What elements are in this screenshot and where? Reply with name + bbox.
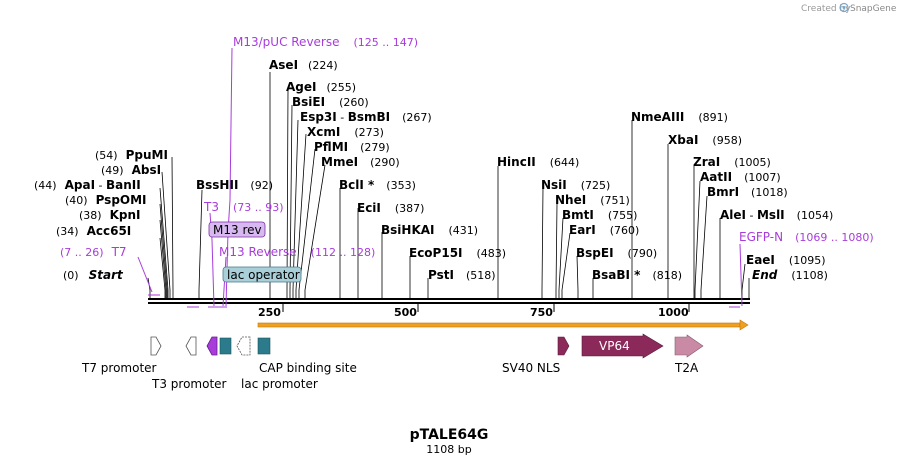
enzyme-label[interactable]: BmrI(1018) [707, 185, 788, 199]
orf-arrow[interactable] [257, 319, 749, 331]
enzyme-label[interactable]: PflMI(279) [314, 140, 390, 154]
enzyme-label[interactable]: BsiHKAI(431) [381, 223, 478, 237]
enzyme-label[interactable]: AseI(224) [269, 58, 338, 72]
enzyme-label[interactable]: XbaI(958) [668, 133, 742, 147]
feature-label: SV40 NLS [502, 361, 560, 375]
end-label: End(1108) [752, 268, 828, 282]
t3-promoter-icon[interactable] [185, 336, 197, 356]
enzyme-label[interactable]: AatII(1007) [700, 170, 781, 184]
enzyme-label[interactable]: NheI(751) [555, 193, 630, 207]
enzyme-label[interactable]: (49)AbsI [101, 163, 161, 177]
enzyme-label[interactable]: BssHII(92) [196, 178, 273, 192]
enzyme-label[interactable]: BspEI(790) [576, 246, 657, 260]
enzyme-label[interactable]: BmtI(755) [562, 208, 637, 222]
plasmid-length: 1108 bp [426, 443, 471, 456]
t2a-arrow-icon[interactable] [674, 334, 704, 358]
lac-operator-icon[interactable] [219, 337, 232, 355]
enzyme-site-lines [147, 72, 750, 298]
ruler-tick-label: 250 [258, 306, 281, 319]
primer-label[interactable]: T3(73 .. 93) [203, 200, 284, 214]
enzyme-label[interactable]: (44)ApaI - BanII [34, 178, 141, 192]
lac-operator-label: lac operator [227, 268, 300, 282]
feature-label: CAP binding site [259, 361, 357, 375]
ruler-tick-label: 750 [530, 306, 553, 319]
enzyme-label[interactable]: (38)KpnI [79, 208, 141, 222]
ruler: 250 500 750 1000 [258, 304, 690, 319]
vp64-label: VP64 [599, 339, 630, 353]
primer-labels: M13/pUC Reverse(125 .. 147) T3(73 .. 93)… [60, 35, 874, 259]
t7-promoter-icon[interactable] [150, 336, 162, 356]
feature-labels: T7 promoter T3 promoter lac promoter CAP… [81, 361, 699, 391]
primer-label[interactable]: (7 .. 26)T7 [60, 245, 127, 259]
primer-label[interactable]: EGFP-N(1069 .. 1080) [739, 230, 874, 244]
primer-label: M13 rev [213, 223, 262, 237]
credit-prefix: Created by [801, 4, 851, 14]
enzyme-labels: AseI(224) AgeI(255) BsiEI(260) Esp3I - B… [34, 58, 833, 282]
feature-label: lac promoter [241, 377, 318, 391]
cap-binding-site-icon[interactable] [257, 337, 271, 355]
enzyme-label[interactable]: EciI(387) [357, 201, 424, 215]
lac-operator-box[interactable] [222, 266, 302, 283]
enzyme-label[interactable]: (34)Acc65I [56, 224, 131, 238]
enzyme-label[interactable]: (54)PpuMI [95, 148, 168, 162]
enzyme-label[interactable]: HincII(644) [497, 155, 579, 169]
lac-promoter-icon[interactable] [236, 336, 251, 356]
enzyme-label[interactable]: (40)PspOMI [65, 193, 147, 207]
feature-label: T2A [674, 361, 699, 375]
snapgene-logo-icon [839, 2, 849, 13]
enzyme-label[interactable]: BsaBI *(818) [592, 268, 682, 282]
enzyme-label[interactable]: BsiEI(260) [292, 95, 369, 109]
backbone [148, 298, 750, 304]
sv40-nls-icon[interactable] [557, 336, 570, 356]
primer-label[interactable]: M13 Reverse(112 .. 128) [219, 245, 375, 259]
enzyme-label[interactable]: AgeI(255) [286, 80, 356, 94]
primer-site-icon[interactable] [206, 336, 218, 356]
ruler-tick-label: 1000 [658, 306, 689, 319]
start-label: (0)Start [63, 268, 124, 282]
enzyme-label[interactable]: NmeAIII(891) [631, 110, 728, 124]
enzyme-label[interactable]: NsiI(725) [541, 178, 610, 192]
enzyme-label[interactable]: EarI(760) [569, 223, 639, 237]
credit-brand: SnapGene [850, 4, 897, 14]
primer-label[interactable]: M13/pUC Reverse(125 .. 147) [233, 35, 418, 49]
enzyme-label[interactable]: Esp3I - BsmBI(267) [300, 110, 432, 124]
enzyme-label[interactable]: MmeI(290) [321, 155, 400, 169]
enzyme-label[interactable]: ZraI(1005) [693, 155, 771, 169]
enzyme-label[interactable]: EaeI(1095) [746, 253, 825, 267]
feature-label: T7 promoter [81, 361, 157, 375]
plasmid-title: pTALE64G [410, 427, 489, 443]
ruler-tick-label: 500 [394, 306, 417, 319]
enzyme-label[interactable]: BclI *(353) [339, 178, 416, 192]
enzyme-label[interactable]: PstI(518) [428, 268, 496, 282]
feature-label: T3 promoter [151, 377, 227, 391]
enzyme-label[interactable]: AleI - MslI(1054) [720, 208, 833, 222]
m13rev-primer-box[interactable] [208, 221, 266, 238]
enzyme-label[interactable]: EcoP15I(483) [409, 246, 506, 260]
enzyme-label[interactable]: XcmI(273) [307, 125, 384, 139]
features: VP64 [150, 333, 704, 359]
vp64-arrow-icon[interactable] [581, 333, 664, 359]
